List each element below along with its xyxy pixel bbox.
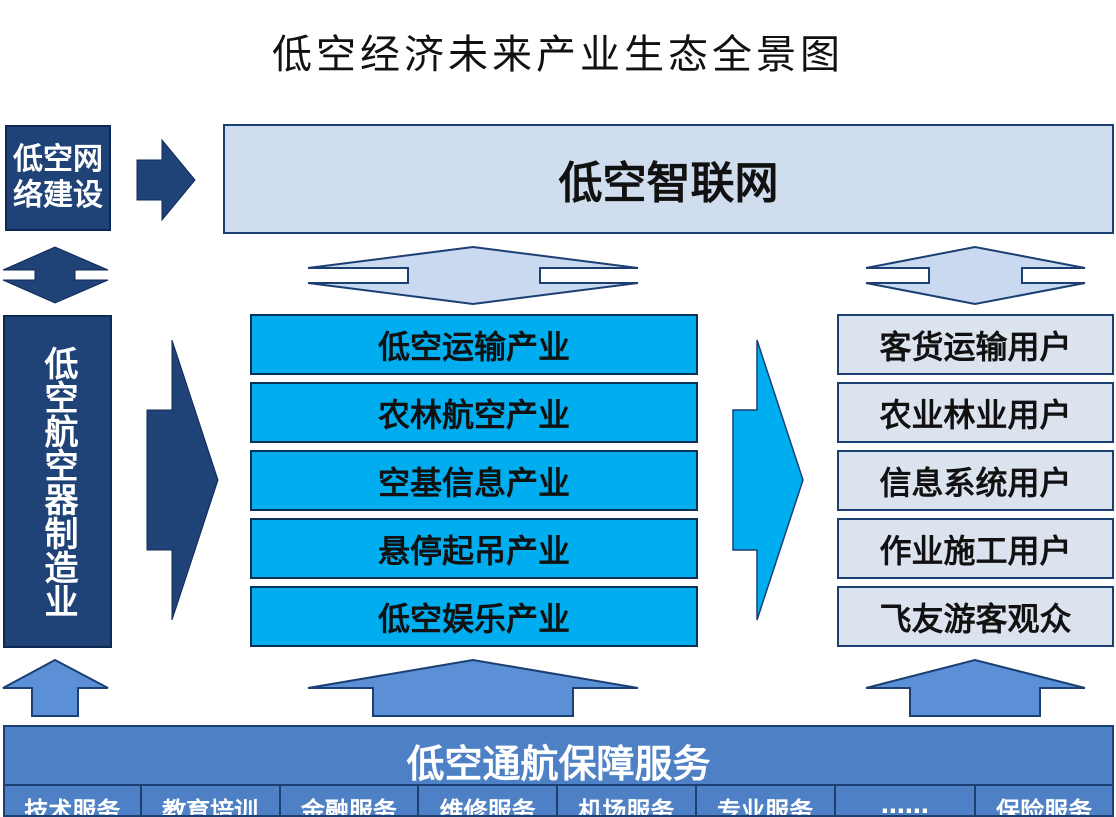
network-construction-box: 低空网络建设 [5, 125, 111, 231]
industry-hover-lifting: 悬停起吊产业 [250, 518, 698, 579]
industry-transport: 低空运输产业 [250, 314, 698, 375]
user-tourists-audience: 飞友游客观众 [837, 586, 1114, 647]
industry-entertainment: 低空娱乐产业 [250, 586, 698, 647]
double-arrow-left [2, 246, 109, 304]
service-finance: 金融服务 [281, 786, 420, 815]
service-tech: 技术服务 [5, 786, 142, 815]
double-arrow-right [865, 245, 1086, 306]
up-arrow-center [307, 658, 639, 717]
industry-agriculture-forestry: 农林航空产业 [250, 382, 698, 443]
service-professional: 专业服务 [697, 786, 836, 815]
chevron-manufacturing-to-industry [146, 339, 219, 621]
aircraft-manufacturing-box: 低空航空器制造业 [3, 315, 112, 648]
smart-network-bar: 低空智联网 [223, 124, 1114, 234]
user-passenger-cargo: 客货运输用户 [837, 314, 1114, 375]
up-arrow-left [2, 658, 109, 717]
aircraft-manufacturing-label: 低空航空器制造业 [38, 345, 78, 618]
double-arrow-center [307, 245, 639, 306]
service-airport: 机场服务 [558, 786, 697, 815]
user-construction: 作业施工用户 [837, 518, 1114, 579]
support-services-panel: 低空通航保障服务 技术服务 教育培训 金融服务 维修服务 机场服务 专业服务 …… [3, 725, 1114, 817]
service-ellipsis: …… [836, 786, 977, 815]
service-insurance: 保险服务 [996, 797, 1093, 817]
service-maintenance: 维修服务 [419, 786, 558, 815]
up-arrow-right [865, 658, 1086, 717]
chevron-industry-to-users [732, 339, 804, 621]
user-info-system: 信息系统用户 [837, 450, 1114, 511]
industry-airborne-info: 空基信息产业 [250, 450, 698, 511]
right-arrow-network [136, 138, 196, 222]
diagram-title: 低空经济未来产业生态全景图 [272, 32, 844, 78]
service-education: 教育培训 [142, 786, 281, 815]
support-services-title: 低空通航保障服务 [406, 742, 711, 786]
services-row: 技术服务 教育培训 金融服务 维修服务 机场服务 专业服务 …… 保险服务 [5, 784, 1112, 817]
user-agriculture-forestry: 农业林业用户 [837, 382, 1114, 443]
